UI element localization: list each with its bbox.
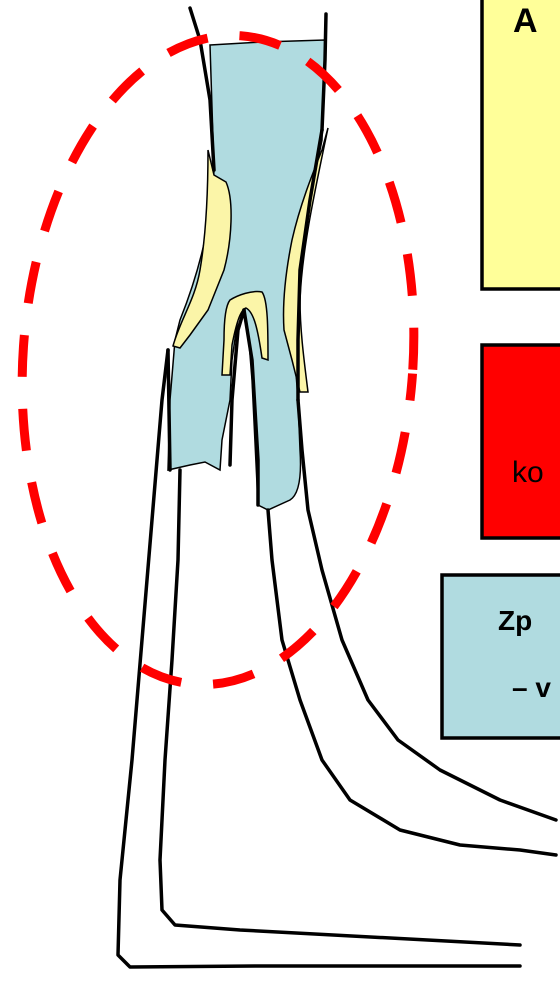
blue-box-text-line1: Zp [498,605,532,636]
red-info-box [482,345,560,538]
red-box-text: ko [512,456,544,489]
blue-box-text-line2: – v [512,672,551,703]
blue-info-box [442,575,560,738]
yellow-box-text: A [513,2,538,40]
yellow-info-box [482,0,560,289]
